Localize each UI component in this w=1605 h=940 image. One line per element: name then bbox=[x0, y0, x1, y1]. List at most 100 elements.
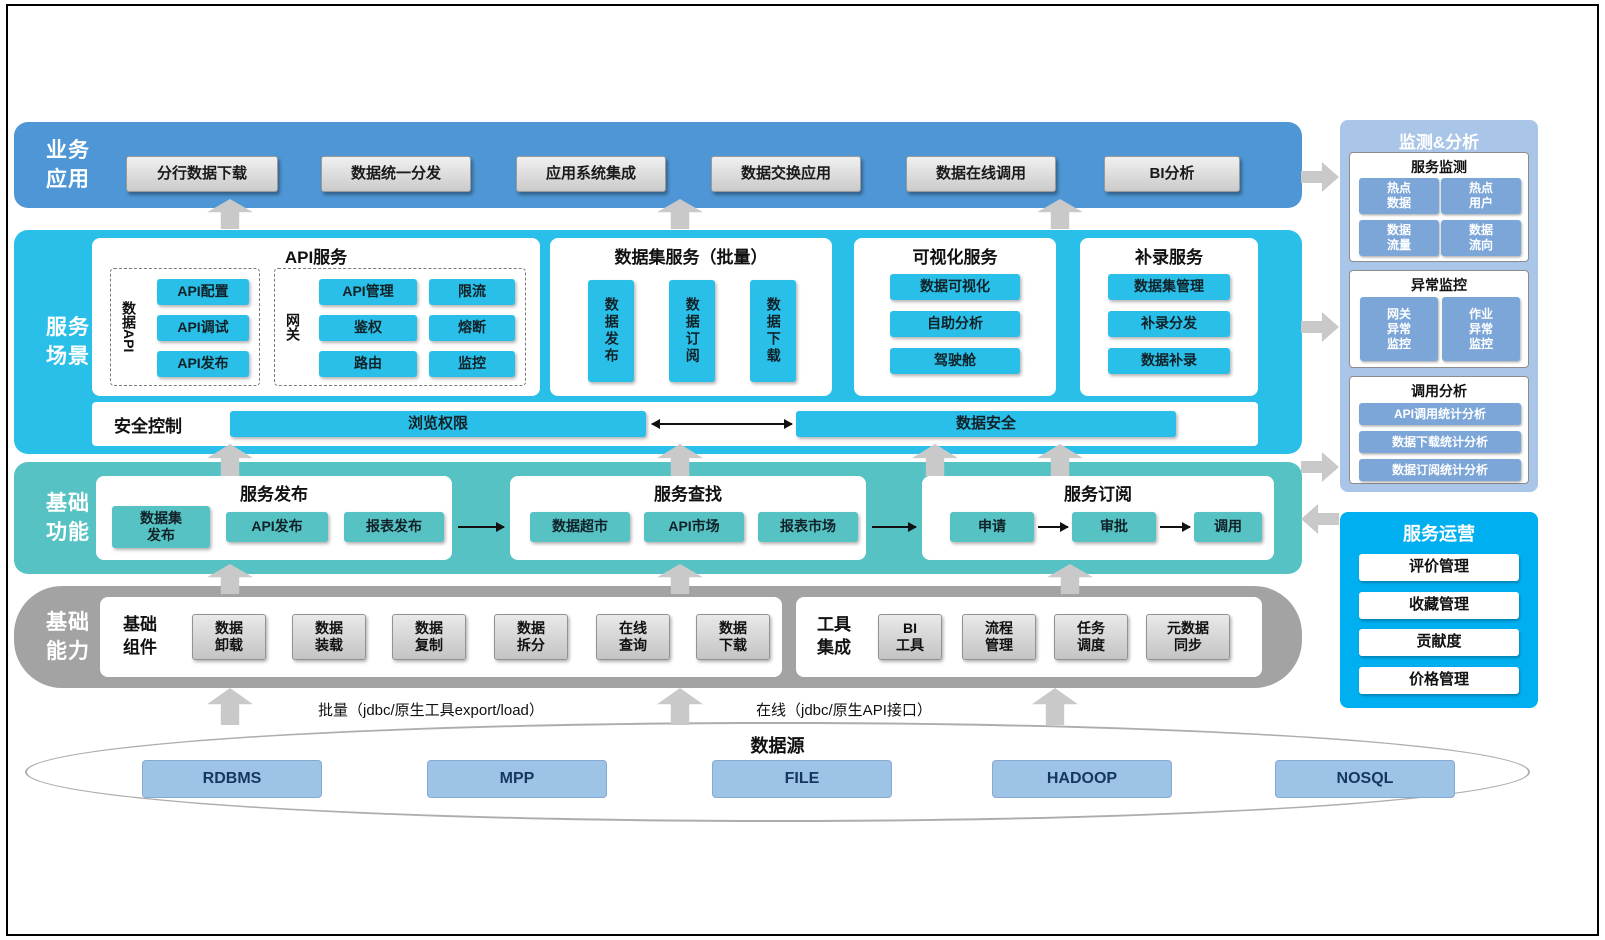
browse-permission-bar: 浏览权限 bbox=[230, 411, 646, 437]
dataset-mgmt-chip: 数据集管理 bbox=[1108, 274, 1230, 300]
up-arrow bbox=[657, 688, 703, 725]
data-visualization-chip: 数据可视化 bbox=[890, 274, 1020, 300]
tool-integration-box: 工具 集成 BI 工具 流程 管理 任务 调度 元数据 同步 bbox=[796, 597, 1262, 677]
dataset-publish-chip: 数据集 发布 bbox=[112, 506, 210, 548]
layer-basic-capabilities: 基础 能力 基础 组件 数据 卸载 数据 装载 数据 复制 数据 拆分 在线 查… bbox=[14, 586, 1302, 688]
gateway-circuit-break-chip: 熔断 bbox=[429, 315, 515, 341]
data-unload-chip: 数据 卸载 bbox=[192, 614, 266, 660]
monitor-analysis-title: 监测&分析 bbox=[1398, 133, 1480, 152]
service-subscribe-box: 服务订阅 申请 审批 调用 bbox=[922, 476, 1274, 560]
rating-mgmt-chip: 评价管理 bbox=[1359, 554, 1519, 581]
hadoop-chip: HADOOP bbox=[992, 760, 1172, 798]
up-arrow bbox=[207, 688, 253, 725]
supplement-distribute-chip: 补录分发 bbox=[1108, 311, 1230, 337]
api-service-box: API服务 数据API API配置 API调试 API发布 网关 API管理 限… bbox=[92, 238, 540, 396]
chip-bi-analysis: BI分析 bbox=[1104, 156, 1240, 192]
data-download-comp-chip: 数据 下载 bbox=[696, 614, 770, 660]
search-to-subscribe-arrow bbox=[872, 526, 916, 528]
right-arrow-to-monitor bbox=[1301, 452, 1339, 482]
exception-monitor-title: 异常监控 bbox=[1411, 277, 1467, 293]
api-market-chip: API市场 bbox=[644, 512, 744, 542]
tool-integration-label: 工具 集成 bbox=[817, 615, 851, 657]
api-publish-func-chip: API发布 bbox=[226, 512, 328, 542]
approve-to-invoke-arrow bbox=[1160, 526, 1190, 528]
report-publish-chip: 报表发布 bbox=[344, 512, 444, 542]
security-control-bar: 安全控制 浏览权限 数据安全 bbox=[92, 402, 1258, 446]
api-call-stats-chip: API调用统计分析 bbox=[1359, 403, 1521, 425]
data-copy-chip: 数据 复制 bbox=[392, 614, 466, 660]
monitor-analysis-panel: 监测&分析 服务监测 热点 数据 热点 用户 数据 流量 数据 流向 异常监控 … bbox=[1340, 120, 1538, 492]
pricing-mgmt-chip: 价格管理 bbox=[1359, 667, 1519, 694]
apply-chip: 申请 bbox=[950, 512, 1034, 542]
datasource-title: 数据源 bbox=[750, 736, 805, 756]
self-service-analysis-chip: 自助分析 bbox=[890, 311, 1020, 337]
data-publish-chip: 数据发布 bbox=[588, 280, 634, 382]
process-mgmt-chip: 流程 管理 bbox=[962, 614, 1036, 660]
dataset-service-title: 数据集服务（批量） bbox=[614, 248, 768, 267]
api-publish-chip: API发布 bbox=[157, 351, 249, 377]
approve-chip: 审批 bbox=[1072, 512, 1156, 542]
security-control-label: 安全控制 bbox=[114, 416, 182, 436]
gateway-group: 网关 API管理 限流 鉴权 熔断 路由 监控 bbox=[274, 268, 526, 386]
supplement-service-title: 补录服务 bbox=[1135, 248, 1203, 267]
data-load-chip: 数据 装载 bbox=[292, 614, 366, 660]
right-arrow-to-monitor bbox=[1301, 312, 1339, 342]
basic-components-box: 基础 组件 数据 卸载 数据 装载 数据 复制 数据 拆分 在线 查询 数据 下… bbox=[100, 597, 782, 677]
gateway-label: 网关 bbox=[285, 313, 301, 341]
report-market-chip: 报表市场 bbox=[758, 512, 858, 542]
service-monitor-title: 服务监测 bbox=[1411, 159, 1467, 175]
chip-online-data-invocation: 数据在线调用 bbox=[906, 156, 1056, 192]
publish-to-search-arrow bbox=[458, 526, 504, 528]
invocation-analysis-title: 调用分析 bbox=[1411, 383, 1467, 399]
service-search-box: 服务查找 数据超市 API市场 报表市场 bbox=[510, 476, 866, 560]
data-flow-chip: 数据 流向 bbox=[1441, 220, 1521, 256]
hot-users-chip: 热点 用户 bbox=[1441, 178, 1521, 214]
visualization-service-box: 可视化服务 数据可视化 自助分析 驾驶舱 bbox=[854, 238, 1056, 396]
gateway-auth-chip: 鉴权 bbox=[319, 315, 417, 341]
rdbms-chip: RDBMS bbox=[142, 760, 322, 798]
gateway-rate-limit-chip: 限流 bbox=[429, 279, 515, 305]
api-service-title: API服务 bbox=[284, 248, 348, 267]
layer-basic-functions: 基础 功能 服务发布 数据集 发布 API发布 报表发布 服务查找 数据超市 A… bbox=[14, 462, 1302, 574]
api-config-chip: API配置 bbox=[157, 279, 249, 305]
data-split-chip: 数据 拆分 bbox=[494, 614, 568, 660]
data-api-group: 数据API API配置 API调试 API发布 bbox=[110, 268, 260, 386]
nosql-chip: NOSQL bbox=[1275, 760, 1455, 798]
file-chip: FILE bbox=[712, 760, 892, 798]
apply-to-approve-arrow bbox=[1038, 526, 1068, 528]
api-debug-chip: API调试 bbox=[157, 315, 249, 341]
download-stats-chip: 数据下载统计分析 bbox=[1359, 431, 1521, 453]
gateway-exception-chip: 网关 异常 监控 bbox=[1360, 297, 1438, 361]
layer-label-capability: 基础 能力 bbox=[46, 610, 90, 663]
data-security-bar: 数据安全 bbox=[796, 411, 1176, 437]
service-monitor-box: 服务监测 热点 数据 热点 用户 数据 流量 数据 流向 bbox=[1349, 152, 1529, 262]
bi-tool-chip: BI 工具 bbox=[878, 614, 942, 660]
data-traffic-chip: 数据 流量 bbox=[1359, 220, 1439, 256]
online-channel-label: 在线（jdbc/原生API接口） bbox=[756, 702, 932, 719]
favorites-mgmt-chip: 收藏管理 bbox=[1359, 592, 1519, 619]
security-double-arrow bbox=[652, 423, 792, 425]
exception-monitor-box: 异常监控 网关 异常 监控 作业 异常 监控 bbox=[1349, 270, 1529, 368]
data-mart-chip: 数据超市 bbox=[530, 512, 630, 542]
invoke-chip: 调用 bbox=[1194, 512, 1262, 542]
supplement-service-box: 补录服务 数据集管理 补录分发 数据补录 bbox=[1080, 238, 1258, 396]
gateway-monitor-chip: 监控 bbox=[429, 351, 515, 377]
hot-data-chip: 热点 数据 bbox=[1359, 178, 1439, 214]
service-operation-panel: 服务运营 评价管理 收藏管理 贡献度 价格管理 bbox=[1340, 512, 1538, 708]
service-search-title: 服务查找 bbox=[654, 485, 722, 504]
task-schedule-chip: 任务 调度 bbox=[1054, 614, 1128, 660]
visualization-service-title: 可视化服务 bbox=[912, 248, 998, 267]
data-download-chip: 数据下载 bbox=[750, 280, 796, 382]
mpp-chip: MPP bbox=[427, 760, 607, 798]
layer-business-applications: 业务 应用 分行数据下载 数据统一分发 应用系统集成 数据交换应用 数据在线调用… bbox=[14, 122, 1302, 208]
layer-service-scenarios: 服务 场景 API服务 数据API API配置 API调试 API发布 网关 A… bbox=[14, 230, 1302, 454]
chip-app-system-integration: 应用系统集成 bbox=[516, 156, 666, 192]
right-arrow-to-monitor bbox=[1301, 162, 1339, 192]
datasource-container: 数据源 RDBMS MPP FILE HADOOP NOSQL bbox=[25, 722, 1530, 822]
data-api-label: 数据API bbox=[121, 301, 137, 353]
online-query-chip: 在线 查询 bbox=[596, 614, 670, 660]
job-exception-chip: 作业 异常 监控 bbox=[1442, 297, 1520, 361]
contribution-chip: 贡献度 bbox=[1359, 629, 1519, 656]
metadata-sync-chip: 元数据 同步 bbox=[1146, 614, 1230, 660]
service-subscribe-title: 服务订阅 bbox=[1064, 485, 1132, 504]
